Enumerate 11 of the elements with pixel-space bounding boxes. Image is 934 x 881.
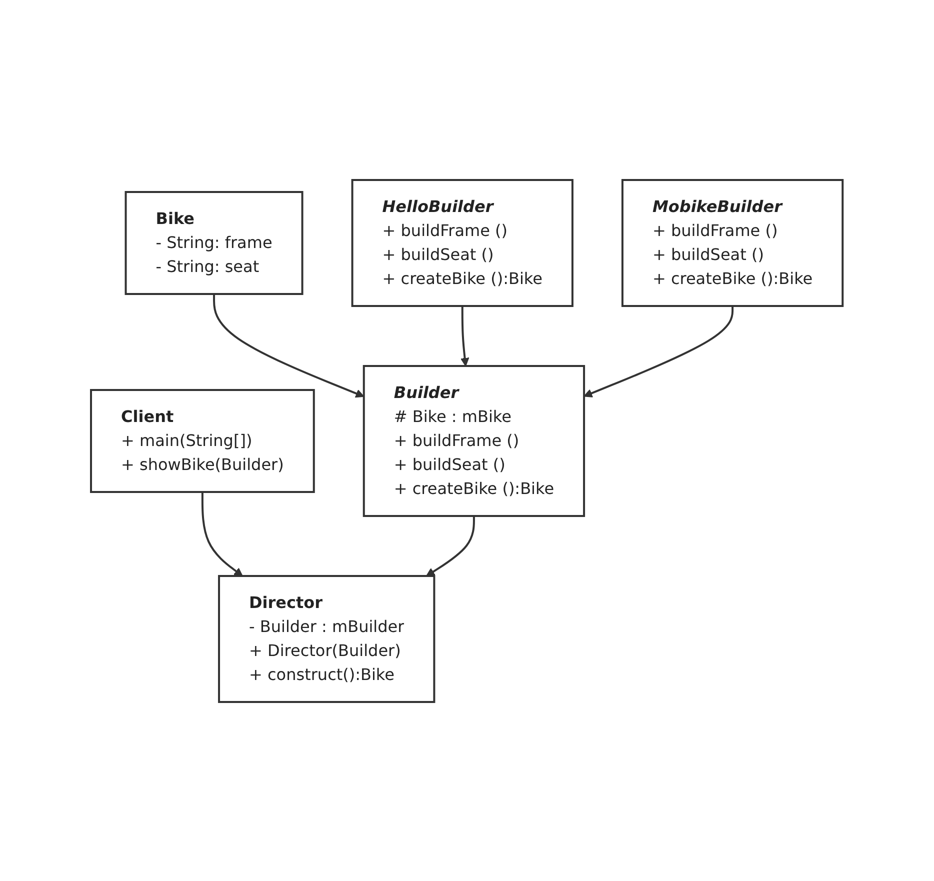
arrow [213, 294, 364, 398]
node-box: Director - Builder : mBuilder + Director(Builder) + construct():Bike [218, 574, 436, 702]
arrow [460, 306, 470, 366]
arrow [584, 306, 734, 397]
arrow [426, 516, 476, 576]
node-box: Builder # Bike : mBike + buildFrame () + buildSeat () + createBike ():Bike [363, 364, 586, 516]
node-box: MobikeBuilder + buildFrame () + buildSeat () + createBike ():Bike [622, 178, 844, 306]
arrow [202, 492, 244, 576]
node-box: Client + main(String[]) + showBike(Builder) [90, 388, 316, 492]
node-box: Bike - String: frame - String: seat [124, 190, 304, 294]
node-box: HelloBuilder + buildFrame () + buildSeat () + createBike ():Bike [351, 178, 574, 306]
